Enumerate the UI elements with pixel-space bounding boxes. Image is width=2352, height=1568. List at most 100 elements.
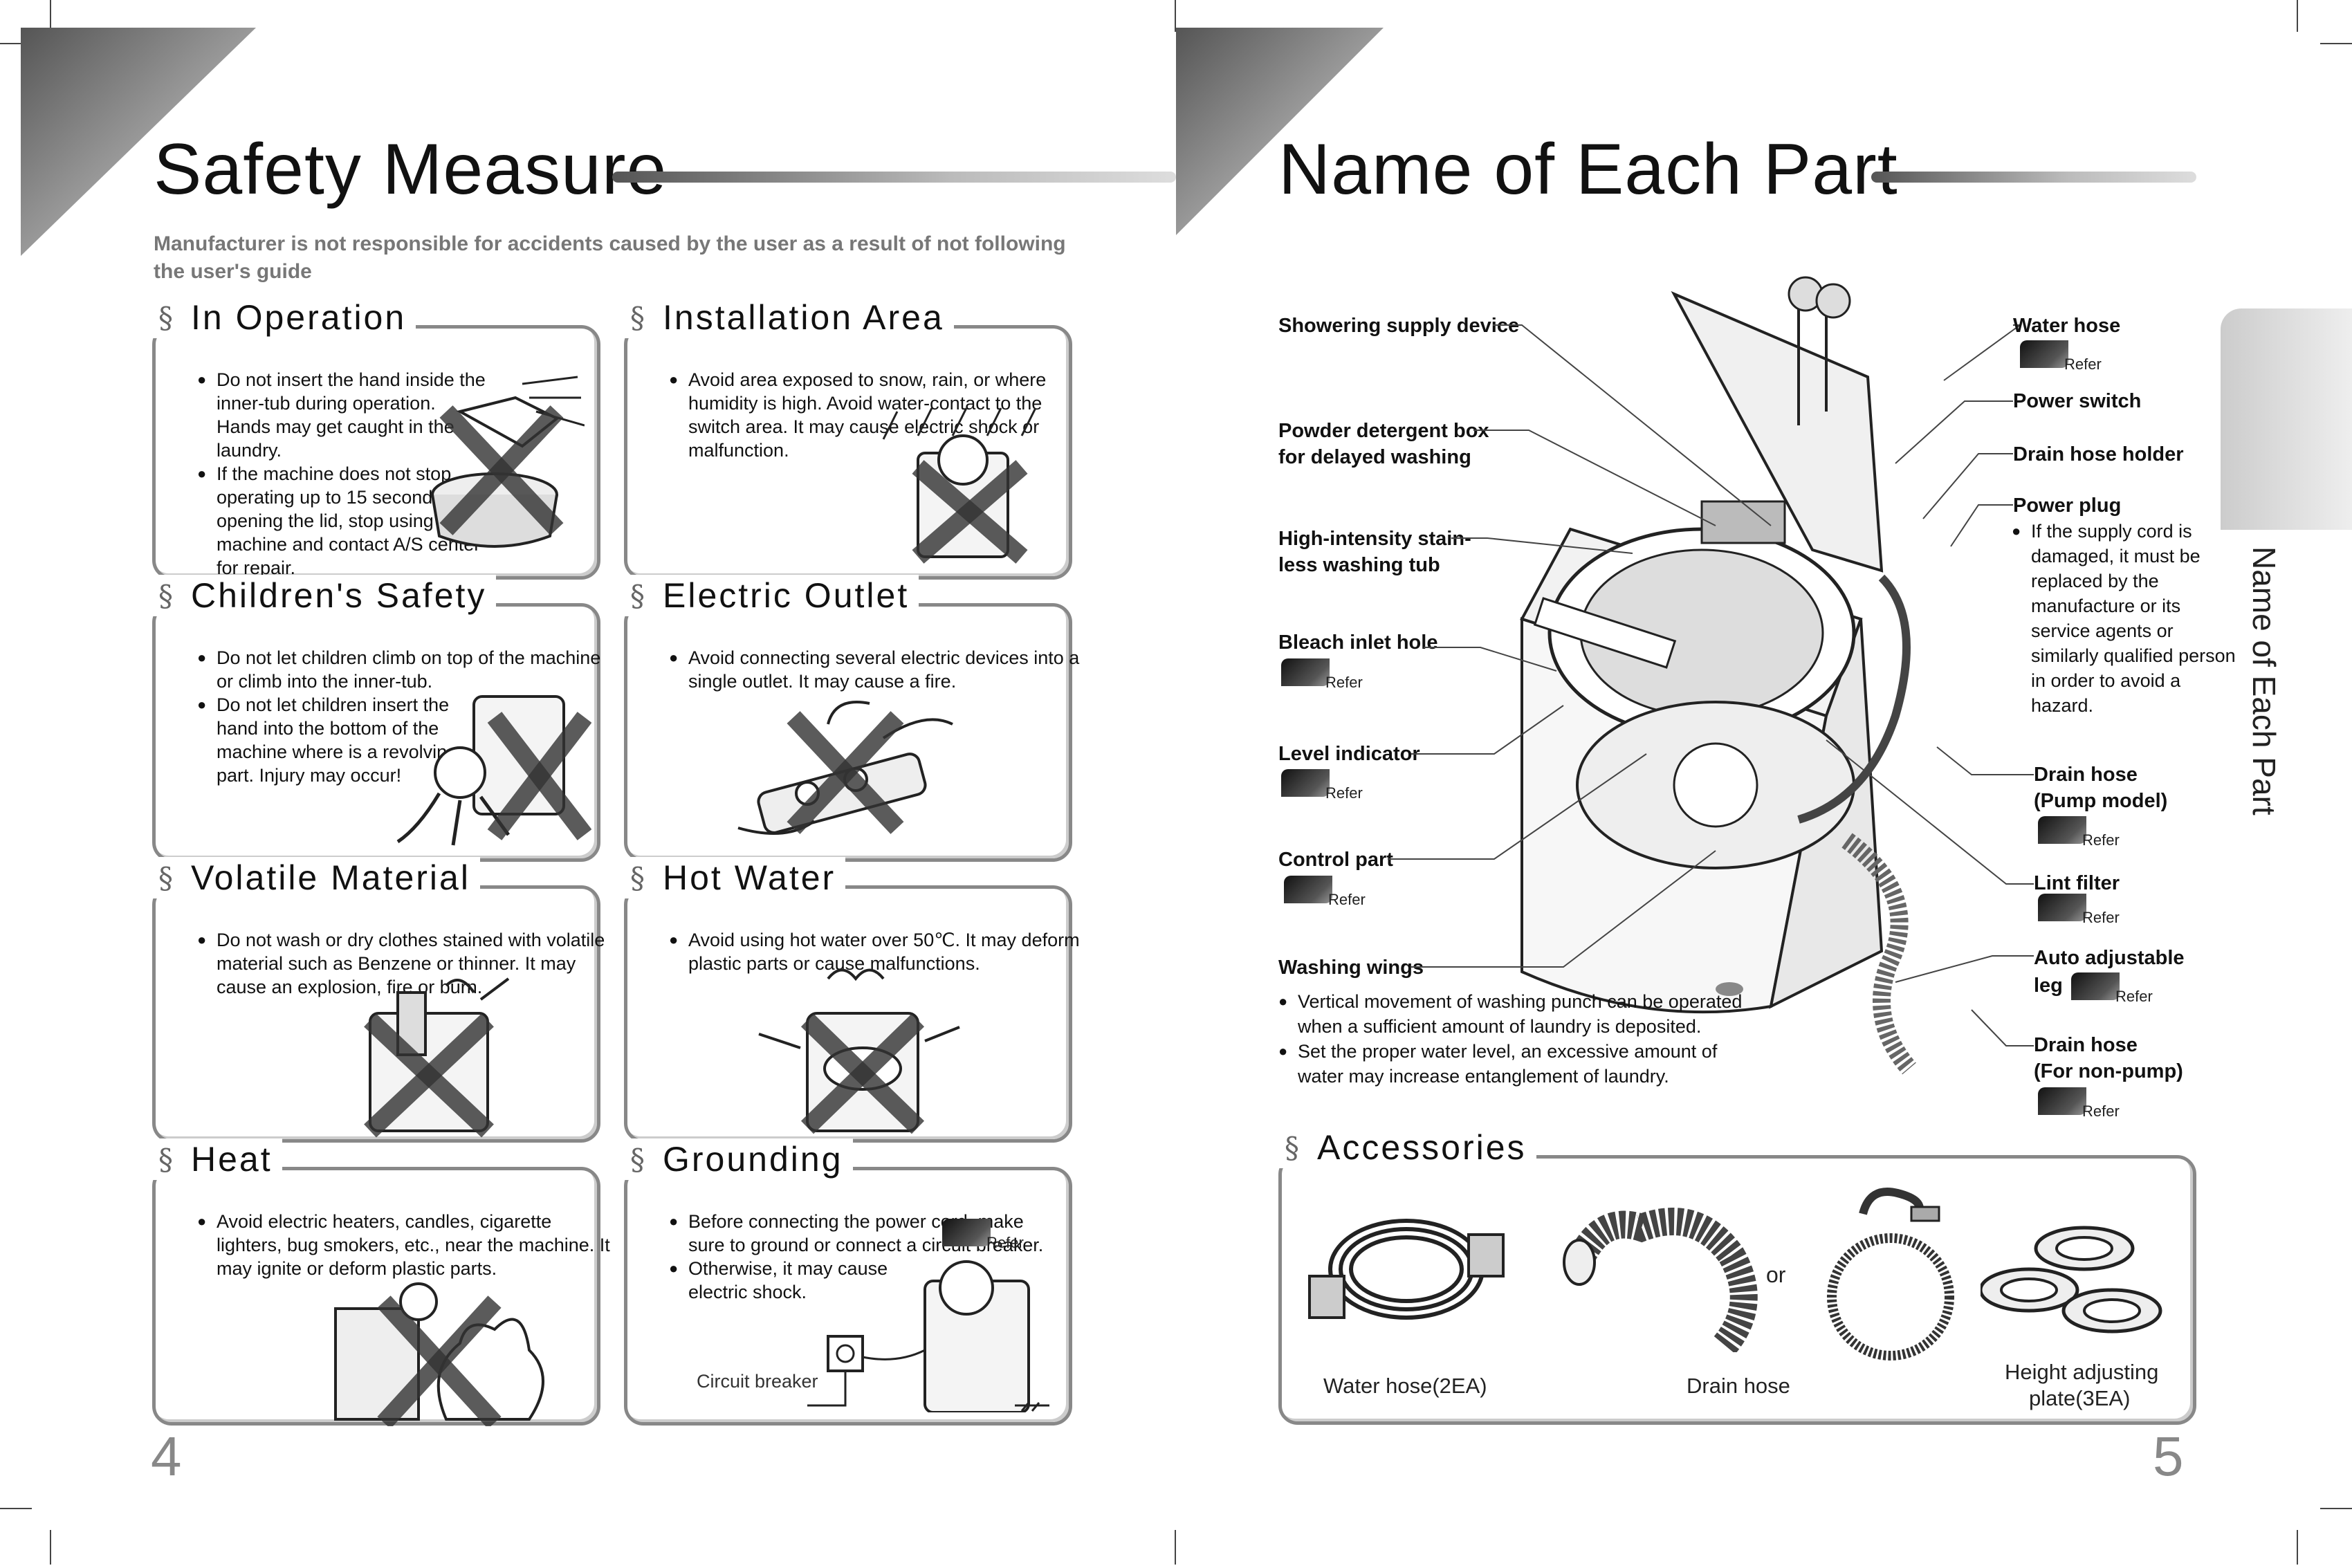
washing-machine-diagram: [1520, 276, 1916, 1075]
section-mark-icon: §: [1285, 1130, 1299, 1165]
fire-illustration: [334, 1282, 544, 1426]
section-title: Installation Area: [663, 298, 944, 337]
drain-hose-illustration: [1563, 1208, 1758, 1352]
label-washing-wings: Washing wings: [1278, 957, 1424, 979]
label-level-indicator: Level indicator: [1278, 743, 1420, 765]
benzene-illustration: [364, 977, 510, 1138]
refer-tag: Refer: [1281, 769, 1363, 802]
crop-mark: [50, 1530, 51, 1565]
refer-text: Refer: [2115, 988, 2153, 1005]
section-heat: §Heat Avoid electric heaters, candles, c…: [149, 1138, 610, 1426]
label-drain-hose-non-pump-2: (For non-pump): [2034, 1060, 2183, 1082]
section-header: § Children's Safety: [149, 575, 497, 616]
disclaimer-note: Manufacturer is not responsible for acci…: [154, 232, 1066, 283]
label-powder-detergent-box-2: for delayed washing: [1278, 446, 1471, 468]
label-bleach-inlet-hole: Bleach inlet hole: [1278, 631, 1438, 654]
refer-icon: [1284, 876, 1332, 903]
label-auto-adjustable-leg: Auto adjustable: [2034, 947, 2185, 969]
refer-icon: [2020, 340, 2068, 368]
side-tab-label: Name of Each Part: [2246, 546, 2282, 815]
section-in-operation: §In Operation Do not insert the hand ins…: [149, 297, 600, 580]
crop-mark: [2297, 1530, 2298, 1565]
bullet: Otherwise, it may cause electric shock.: [669, 1257, 917, 1304]
section-title: Hot Water: [663, 858, 836, 897]
refer-text: Refer: [2082, 909, 2120, 926]
page-title: Name of Each Part: [1278, 129, 1898, 210]
refer-text: Refer: [2064, 356, 2102, 373]
crop-mark: [50, 0, 51, 32]
refer-text: Refer: [1325, 784, 1363, 802]
refer-text: Refer: [2082, 831, 2120, 849]
section-mark-icon: §: [158, 1142, 173, 1177]
refer-tag: Refer: [2038, 816, 2120, 849]
section-header: § Heat: [149, 1138, 282, 1180]
bullet: Avoid using hot water over 50℃. It may d…: [669, 928, 1084, 975]
section-title: Grounding: [663, 1140, 843, 1179]
page-title: Safety Measure: [154, 129, 668, 210]
crop-mark: [2320, 43, 2352, 44]
section-title: Electric Outlet: [663, 576, 910, 615]
circuit-breaker-caption: Circuit breaker: [697, 1371, 818, 1392]
refer-tag: Refer: [2038, 894, 2120, 926]
section-header: § Electric Outlet: [621, 575, 919, 616]
bullet: Do not let children climb on top of the …: [197, 646, 619, 693]
section-header: §Installation Area: [621, 297, 954, 338]
refer-tag: Refer: [942, 1219, 1024, 1251]
label-lint-filter: Lint filter: [2034, 872, 2120, 894]
crop-mark: [0, 43, 32, 44]
bullet: Do not let children insert the hand into…: [197, 693, 493, 787]
crop-mark: [2320, 1508, 2352, 1509]
refer-tag: Refer: [2038, 1087, 2120, 1120]
label-washing-tub: High-intensity stain-: [1278, 528, 1471, 550]
crop-mark: [1175, 0, 1176, 32]
section-title: Volatile Material: [191, 858, 470, 897]
section-title: In Operation: [191, 298, 407, 337]
refer-text: Refer: [1328, 891, 1366, 908]
label-water-hose: Water hose: [2013, 315, 2121, 337]
label-auto-adjustable-leg-2: leg: [2034, 975, 2063, 997]
section-header: § Grounding: [621, 1138, 853, 1180]
section-title: Heat: [191, 1140, 273, 1179]
crop-mark: [0, 1508, 32, 1509]
refer-icon: [2038, 1087, 2086, 1115]
section-mark-icon: §: [630, 578, 645, 613]
water-hose-caption: Water hose(2EA): [1323, 1374, 1487, 1398]
or-text: or: [1766, 1262, 1786, 1287]
bullet: Avoid connecting several electric device…: [669, 646, 1084, 693]
rain-machine-illustration: [882, 407, 1037, 564]
section-title: Children's Safety: [191, 576, 487, 615]
refer-tag: Refer: [1284, 876, 1366, 908]
refer-icon: [1281, 658, 1330, 686]
label-power-plug: Power plug: [2013, 495, 2122, 517]
bullet: Do not insert the hand inside the inner-…: [197, 368, 495, 462]
hand-in-tub-illustration: [431, 376, 585, 548]
power-strip-illustration: [737, 701, 953, 835]
label-drain-hose-pump: Drain hose: [2034, 764, 2138, 786]
label-washing-tub-2: less washing tub: [1278, 554, 1440, 576]
bullet: Do not wash or dry clothes stained with …: [197, 928, 612, 999]
bullet: Avoid electric heaters, candles, cigaret…: [197, 1210, 619, 1280]
refer-icon: [2038, 816, 2086, 844]
refer-icon: [2038, 894, 2086, 921]
refer-text: Refer: [2082, 1103, 2120, 1120]
section-mark-icon: §: [630, 1142, 645, 1177]
label-power-switch: Power switch: [2013, 390, 2142, 412]
bullet: Set the proper water level, an excessive…: [1278, 1039, 1749, 1089]
section-mark-icon: §: [158, 578, 173, 613]
title-bar: [1871, 172, 2196, 183]
crop-mark: [1175, 1530, 1176, 1565]
height-plate-caption: Height adjusting: [2005, 1360, 2159, 1384]
section-childrens-safety: §Children's Safety Do not let children c…: [149, 575, 600, 862]
bullet: Vertical movement of washing punch can b…: [1278, 989, 1749, 1039]
label-showering-supply-device: Showering supply device: [1278, 315, 1520, 337]
refer-icon: [942, 1219, 991, 1246]
refer-tag: Refer: [1281, 658, 1363, 691]
water-hose-illustration: [1308, 1219, 1505, 1320]
refer-tag: Refer: [2071, 972, 2153, 1005]
label-drain-hose-pump-2: (Pump model): [2034, 790, 2168, 812]
section-volatile-material: §Volatile Material Do not wash or dry cl…: [149, 857, 605, 1143]
refer-tag: Refer: [2020, 340, 2102, 373]
section-title: Accessories: [1317, 1128, 1527, 1167]
section-grounding: §Grounding Before connecting the power c…: [621, 1138, 1072, 1426]
height-plate-caption-2: plate(3EA): [2029, 1386, 2131, 1410]
